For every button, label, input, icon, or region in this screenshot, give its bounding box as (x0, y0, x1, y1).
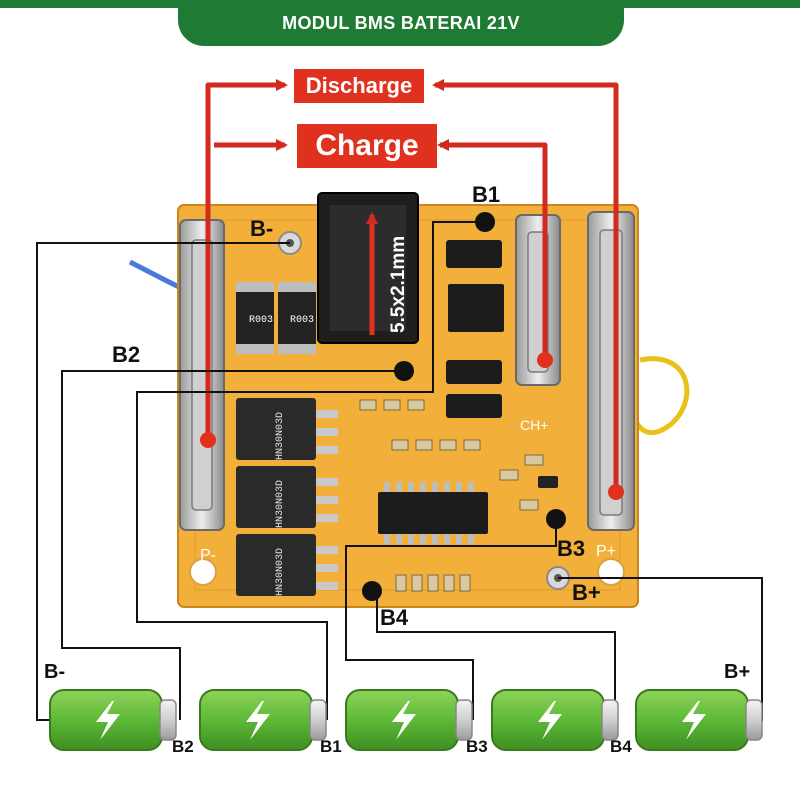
discharge-label: Discharge (294, 69, 424, 103)
wiring (36, 221, 763, 721)
diode-low (446, 394, 502, 418)
mount-hole-right (597, 558, 625, 586)
small-ic (448, 284, 504, 332)
battery-cell (345, 689, 473, 751)
battery-cell (199, 689, 327, 751)
bolt-icon (538, 701, 562, 740)
mosfet-group (236, 398, 338, 596)
smd-passives (359, 399, 544, 592)
bolt-icon (246, 701, 270, 740)
pin-label-b-minus: B- (250, 216, 273, 241)
small-transistor (538, 476, 558, 488)
bolt-icon (96, 701, 120, 740)
bolt-icon (392, 701, 416, 740)
blue-wire (128, 259, 187, 293)
mosfet-3 (236, 534, 316, 596)
junction-label: B3 (466, 737, 488, 756)
shunt-resistor-2 (278, 282, 316, 354)
pin-label-b3: B3 (557, 536, 585, 561)
silk-ch-plus: CH+ (520, 417, 548, 433)
junction-label: B2 (172, 737, 194, 756)
silk-p-plus: P+ (596, 543, 616, 560)
bolt-icon (682, 701, 706, 740)
mount-hole-left (189, 558, 217, 586)
silk-mosfet-1: HN30N03D (275, 412, 286, 460)
mosfet-1 (236, 398, 316, 460)
pin-label-b1: B1 (472, 182, 500, 207)
bms-ic (378, 492, 488, 534)
silk-mosfet-3: HN30N03D (275, 548, 286, 596)
flow-dot-ch-plus (537, 352, 553, 368)
silk-resistor-1: R003 (249, 315, 273, 326)
page-title: MODUL BMS BATERAI 21V (178, 0, 624, 46)
silk-mosfet-2: HN30N03D (275, 480, 286, 528)
battery-cell (49, 689, 177, 751)
junction-label: B1 (320, 737, 342, 756)
mosfet-2 (236, 466, 316, 528)
silk-resistor-2: R003 (290, 315, 314, 326)
connector-spec: 5.5x2.1mm (388, 236, 409, 333)
shunt-resistor-1 (236, 282, 274, 354)
battery-pack (49, 689, 763, 751)
silk-p-minus: P- (200, 547, 216, 564)
flow-dot-p-plus (608, 484, 624, 500)
pin-label-b2: B2 (112, 342, 140, 367)
pin-label-b-plus: B+ (572, 580, 601, 605)
junction-label: B4 (610, 737, 632, 756)
battery-cell (491, 689, 619, 751)
yellow-wire (632, 356, 690, 436)
pack-label-positive: B+ (724, 661, 750, 683)
pin-label-b4: B4 (380, 605, 409, 630)
battery-cell (635, 689, 763, 751)
diode-top (446, 240, 502, 268)
flow-dot-p-minus (200, 432, 216, 448)
charge-label: Charge (297, 124, 437, 168)
diode-mid (446, 360, 502, 384)
pack-label-negative: B- (44, 661, 65, 683)
flow-arrows (205, 79, 619, 492)
